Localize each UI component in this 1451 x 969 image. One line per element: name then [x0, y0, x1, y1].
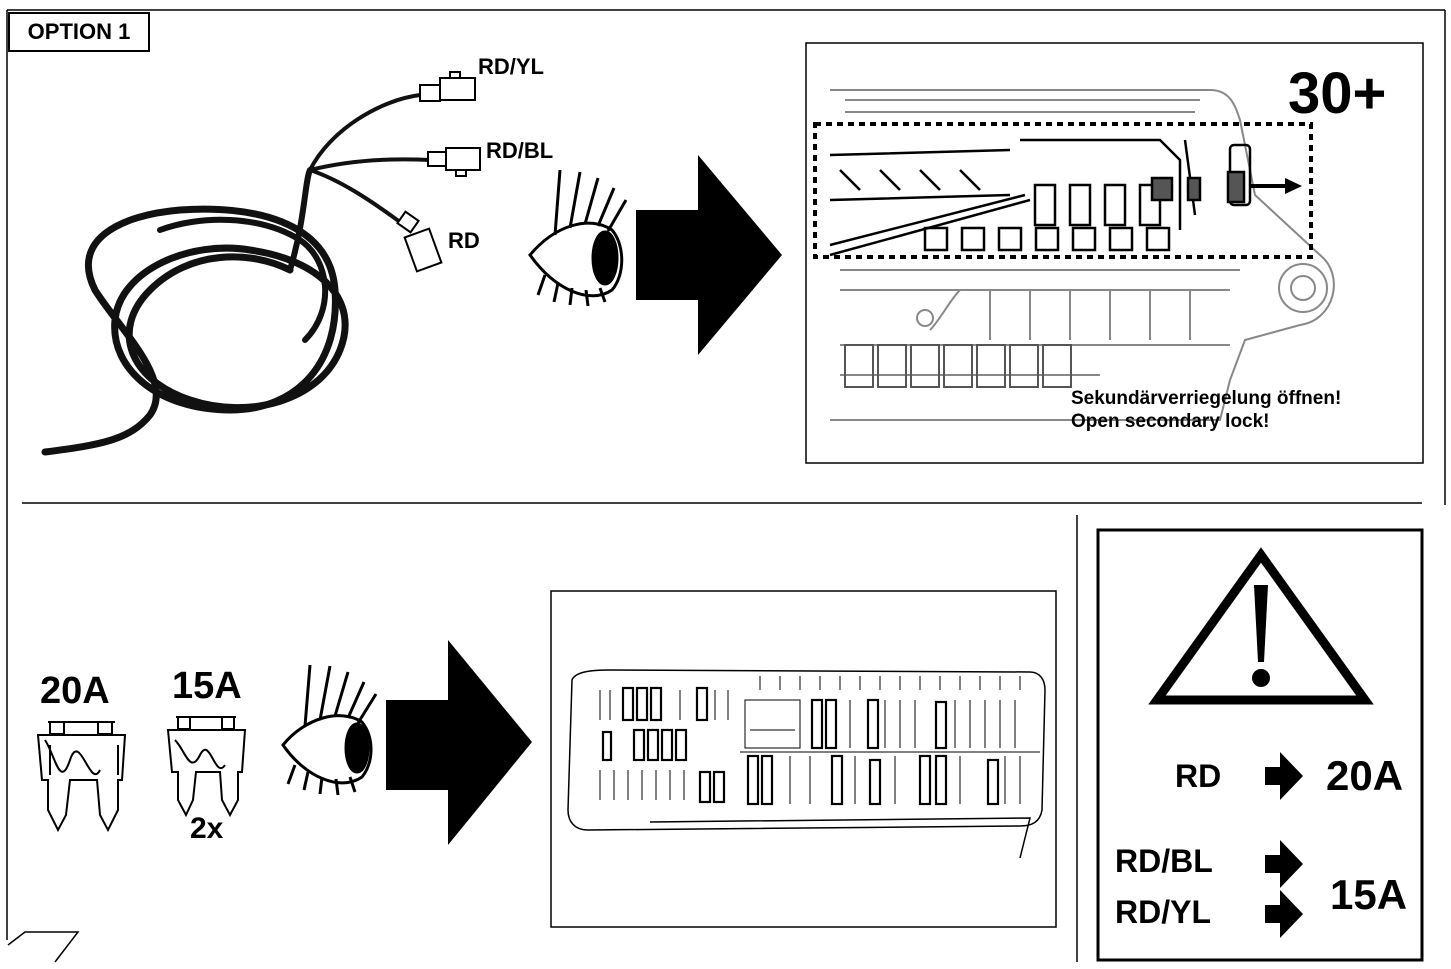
fuse-icon [36, 721, 127, 833]
connector-rd-bl [427, 147, 481, 177]
right-arrow-icon [636, 155, 782, 355]
release-arrow-icon [1250, 178, 1302, 194]
fuse-15a-label: 15A [172, 665, 242, 707]
note-english: Open secondary lock! [1071, 411, 1270, 432]
warning-wire-rd: RD [1175, 758, 1222, 794]
wire-label-rd-yl: RD/YL [478, 54, 544, 79]
fuse-box-detail-icon [830, 89, 1335, 421]
warning-triangle-icon [1148, 547, 1374, 705]
eye-icon [528, 169, 628, 307]
warning-amp-15a: 15A [1330, 871, 1408, 918]
page-frame [6, 9, 1446, 962]
fuse-20a-label: 20A [40, 670, 110, 712]
corner-mark [7, 931, 80, 963]
fuse-box-icon [567, 669, 1046, 859]
dashed-highlight-box [813, 122, 1313, 259]
wire-label-rd-bl: RD/BL [486, 138, 554, 163]
terminal-label: 30+ [1288, 61, 1387, 126]
eye-icon [281, 664, 378, 796]
right-arrow-icon [386, 640, 532, 845]
wire-label-rd: RD [448, 228, 480, 253]
cable-harness-icon [41, 93, 432, 456]
terminal-block-icon [829, 138, 1252, 257]
warning-arrow-icon [1265, 752, 1303, 938]
fuse-icon [166, 716, 247, 818]
note-german: Sekundärverriegelung öffnen! [1071, 388, 1342, 409]
connector-rd [396, 210, 443, 273]
option-label: OPTION 1 [8, 12, 150, 52]
warning-amp-20a: 20A [1326, 752, 1404, 799]
warning-wire-rd-bl: RD/BL [1115, 843, 1213, 879]
warning-wire-rd-yl: RD/YL [1115, 894, 1211, 930]
connector-rd-yl [419, 71, 476, 102]
fuse-box-panel [550, 590, 1057, 928]
fuse-quantity: 2x [190, 812, 224, 845]
